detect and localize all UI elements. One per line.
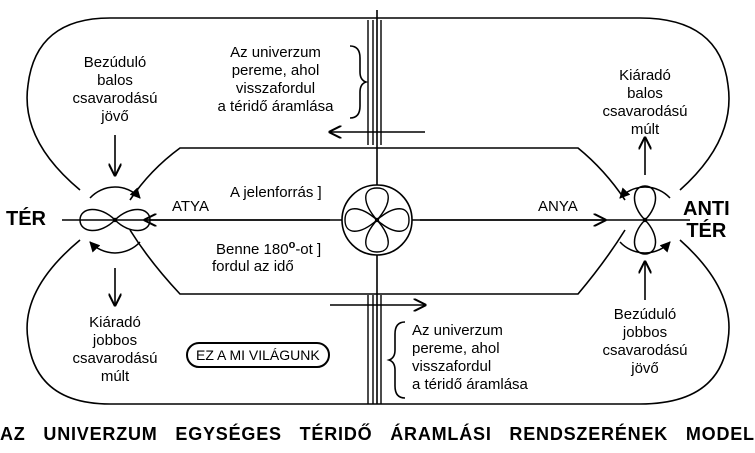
center-clover-icon: [341, 184, 413, 256]
fordul-label: fordul az idő: [212, 258, 294, 275]
bottom-left-label: Kiáradó jobbos csavarodású múlt: [72, 314, 158, 385]
ter-label: TÉR: [6, 208, 46, 230]
jelenforras-label: A jelenforrás ]: [230, 184, 322, 201]
anya-label: ANYA: [538, 198, 578, 215]
perem-bottom-label: Az univerzum pereme, ahol visszafordul a…: [412, 322, 528, 393]
atya-label: ATYA: [172, 198, 209, 215]
benne-text: Benne 180: [216, 241, 289, 258]
anti-ter-label: ANTI TÉR: [683, 198, 730, 242]
ot-text: -ot ]: [295, 241, 322, 258]
outer-loop-top: [26, 17, 730, 191]
brace-icon: [386, 321, 406, 399]
channel-bottom: [129, 229, 626, 295]
bottom-right-label: Bezúduló jobbos csavarodású jövő: [602, 306, 688, 377]
top-left-label: Bezúduló balos csavarodású jövő: [72, 54, 158, 125]
left-vortex-icon: [79, 186, 151, 254]
outer-loop-bottom: [26, 239, 730, 405]
perem-top-label: Az univerzum pereme, ahol visszafordul a…: [217, 44, 334, 115]
vilagunk-badge: EZ A MI VILÁGUNK: [186, 342, 330, 368]
channel-top: [129, 147, 626, 201]
page-title: AZ UNIVERZUM EGYSÉGES TÉRIDŐ ÁRAMLÁSI RE…: [0, 424, 755, 444]
brace-icon: [349, 45, 369, 119]
degree-sup: o: [288, 239, 296, 251]
right-vortex-icon: [619, 185, 671, 255]
top-right-label: Kiáradó balos csavarodású múlt: [602, 67, 688, 138]
benne-label: Benne 180o-ot ]: [216, 236, 321, 259]
